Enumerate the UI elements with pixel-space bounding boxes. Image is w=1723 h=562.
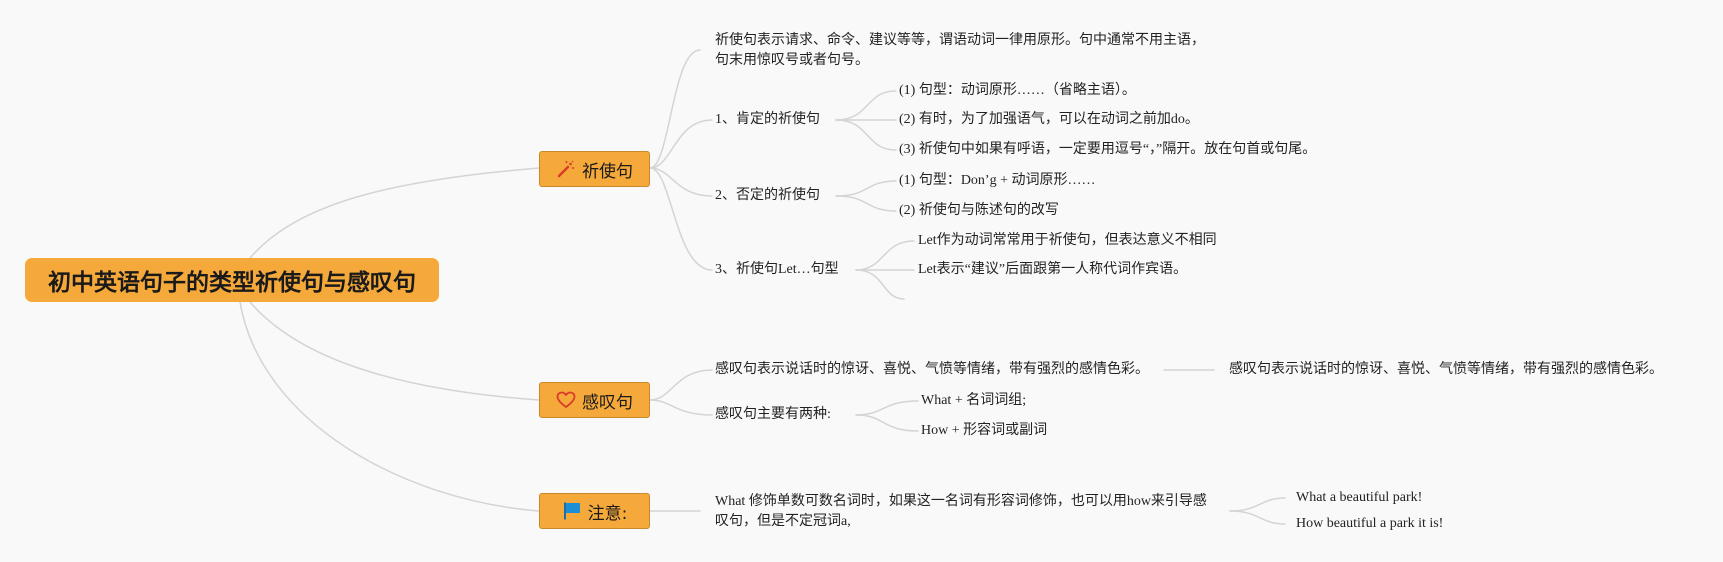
magic-wand-icon	[556, 159, 576, 179]
topic-exclamatory-label: 感叹句	[582, 392, 633, 413]
topic-note[interactable]: 注意:	[539, 493, 650, 529]
link-let-3	[855, 269, 905, 300]
link-exc-types	[649, 399, 713, 416]
heart-icon	[556, 390, 576, 410]
link-let-1	[855, 240, 915, 271]
affirmative-item-1: (1) 句型：动词原形……（省略主语）。	[899, 83, 1136, 98]
link-types-2	[855, 414, 919, 432]
let-item-2: Let表示“建议”后面跟第一人称代词作宾语。	[918, 262, 1188, 277]
link-imp-let	[649, 167, 713, 271]
topic-note-label: 注意:	[587, 503, 628, 524]
note-text-line1: What 修饰单数可数名词时，如果这一名词有形容词修饰，也可以用how来引导感	[715, 494, 1207, 509]
link-imp-neg	[649, 167, 713, 197]
topic-imperative-label: 祈使句	[582, 161, 633, 182]
topic-imperative[interactable]: 祈使句	[539, 151, 650, 187]
let-label: 3、祈使句Let…句型	[715, 262, 839, 277]
exclamatory-definition-repeat: 感叹句表示说话时的惊讶、喜悦、气愤等情绪，带有强烈的感情色彩。	[1229, 362, 1663, 377]
flag-icon	[562, 501, 582, 521]
link-note-ex1	[1229, 497, 1286, 512]
link-root-exclamatory	[249, 301, 540, 401]
imperative-intro-line2: 句末用惊叹号或者句号。	[715, 53, 869, 68]
link-root-imperative	[249, 167, 540, 259]
imperative-intro-line1: 祈使句表示请求、命令、建议等等，谓语动词一律用原形。句中通常不用主语，	[715, 33, 1205, 48]
link-imp-intro	[649, 49, 701, 169]
note-example-1: What a beautiful park!	[1296, 490, 1423, 505]
note-text-line2: 叹句，但是不定冠词a,	[715, 514, 851, 529]
negative-label: 2、否定的祈使句	[715, 188, 820, 203]
affirmative-label: 1、肯定的祈使句	[715, 112, 820, 127]
exclamatory-type-2: How + 形容词或副词	[921, 423, 1048, 438]
link-types-1	[855, 400, 919, 416]
root-label: 初中英语句子的类型祈使句与感叹句	[48, 270, 416, 296]
exclamatory-types-label: 感叹句主要有两种:	[715, 407, 831, 422]
link-aff-3	[835, 119, 897, 151]
negative-item-1: (1) 句型：Don’g + 动词原形……	[899, 173, 1096, 188]
root-node[interactable]: 初中英语句子的类型祈使句与感叹句	[25, 258, 439, 302]
affirmative-item-3: (3) 祈使句中如果有呼语，一定要用逗号“，”隔开。放在句首或句尾。	[899, 142, 1317, 157]
link-root-note	[239, 301, 540, 512]
affirmative-item-2: (2) 有时，为了加强语气，可以在动词之前加do。	[899, 112, 1199, 127]
link-note-ex2	[1229, 510, 1286, 525]
link-exc-def	[649, 369, 713, 401]
link-aff-1	[835, 90, 897, 121]
link-imp-aff	[649, 119, 713, 169]
link-neg-2	[835, 195, 897, 212]
topic-exclamatory[interactable]: 感叹句	[539, 382, 650, 418]
negative-item-2: (2) 祈使句与陈述句的改写	[899, 203, 1059, 218]
exclamatory-type-1: What + 名词词组;	[921, 393, 1027, 408]
link-neg-1	[835, 180, 897, 197]
note-example-2: How beautiful a park it is!	[1296, 516, 1444, 531]
exclamatory-definition: 感叹句表示说话时的惊讶、喜悦、气愤等情绪，带有强烈的感情色彩。	[715, 362, 1149, 377]
let-item-1: Let作为动词常常用于祈使句，但表达意义不相同	[918, 233, 1217, 248]
